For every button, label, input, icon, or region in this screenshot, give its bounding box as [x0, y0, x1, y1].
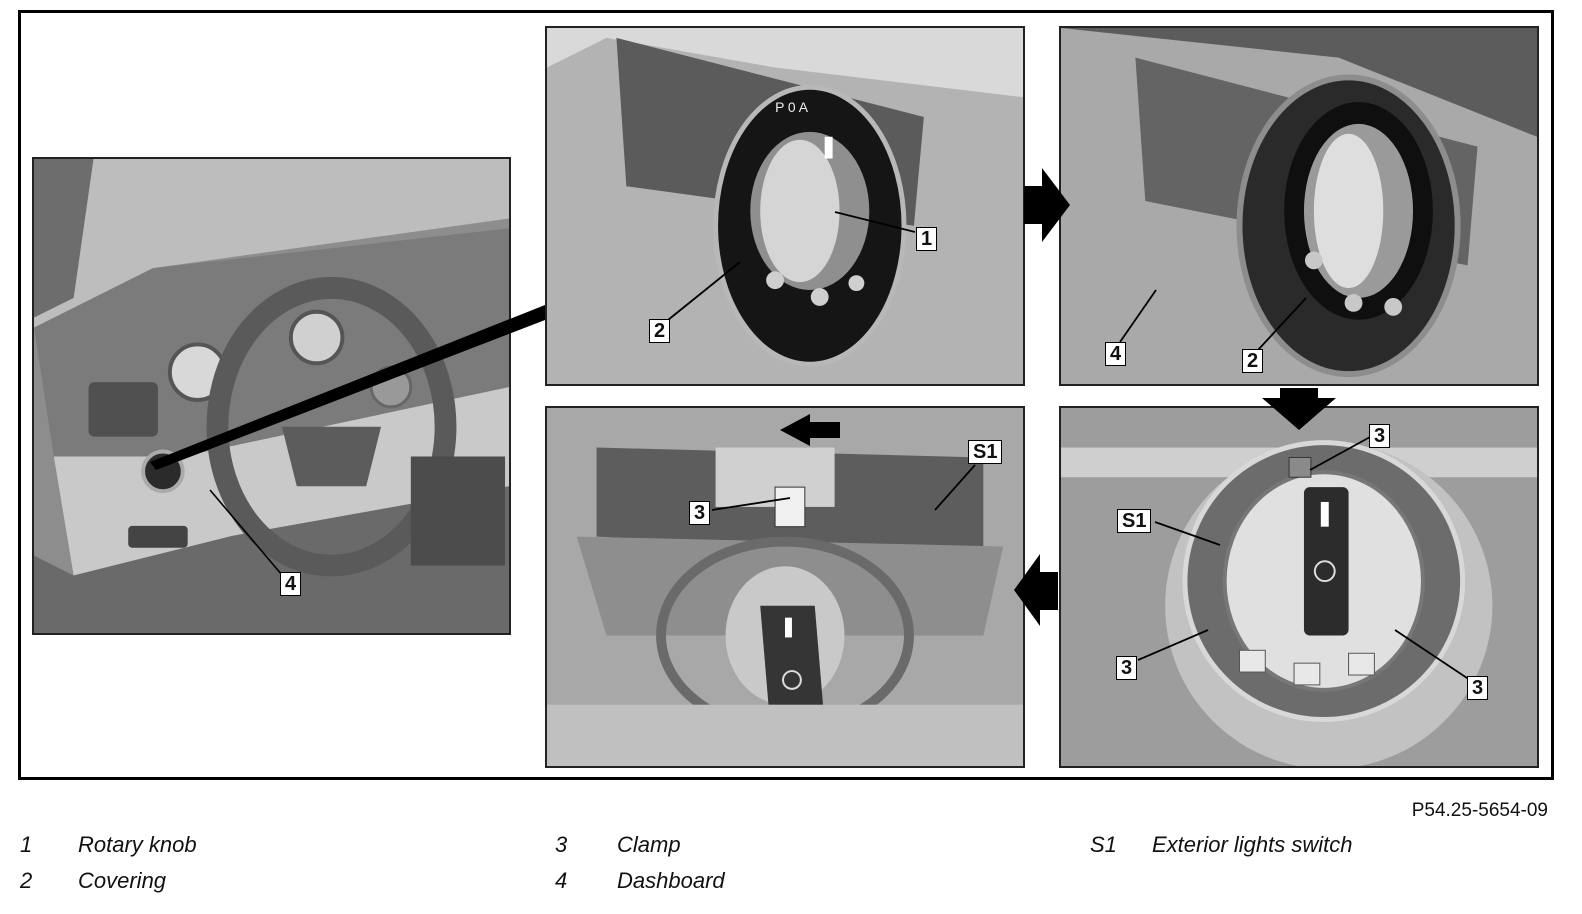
callout-covering-step1: 2	[649, 319, 671, 343]
legend-number: 1	[20, 832, 33, 857]
figure-id: P54.25-5654-09	[1411, 800, 1548, 821]
callout-dashboard-step2: 4	[1105, 342, 1127, 366]
callout-covering-step2: 2	[1242, 349, 1264, 373]
legend-label: Dashboard	[617, 868, 725, 893]
step3-photo	[1059, 406, 1539, 768]
callout-clamp-top: 3	[1369, 424, 1391, 448]
legend-number: 4	[555, 868, 568, 893]
overview-photo	[32, 157, 511, 635]
callout-clamp-left: 3	[1116, 656, 1138, 680]
legend-label: Covering	[78, 868, 167, 893]
callout-switch-step4: S1	[968, 440, 1003, 464]
legend-number: S1	[1090, 832, 1117, 857]
callout-switch-step3: S1	[1117, 509, 1152, 533]
callout-clamp-right: 3	[1467, 676, 1489, 700]
legend-number: 3	[555, 832, 568, 857]
legend-number: 2	[20, 868, 33, 893]
step2-photo	[1059, 26, 1539, 386]
callout-rotary-knob: 1	[916, 227, 938, 251]
callout-clamp-step4: 3	[689, 501, 711, 525]
legend-label: Exterior lights switch	[1152, 832, 1353, 857]
step1-photo: P 0 A	[545, 26, 1025, 386]
svg-text:P 0 A: P 0 A	[775, 99, 809, 115]
callout-dashboard-overview: 4	[280, 572, 302, 596]
step4-photo	[545, 406, 1025, 768]
legend-label: Clamp	[617, 832, 681, 857]
legend-label: Rotary knob	[78, 832, 197, 857]
